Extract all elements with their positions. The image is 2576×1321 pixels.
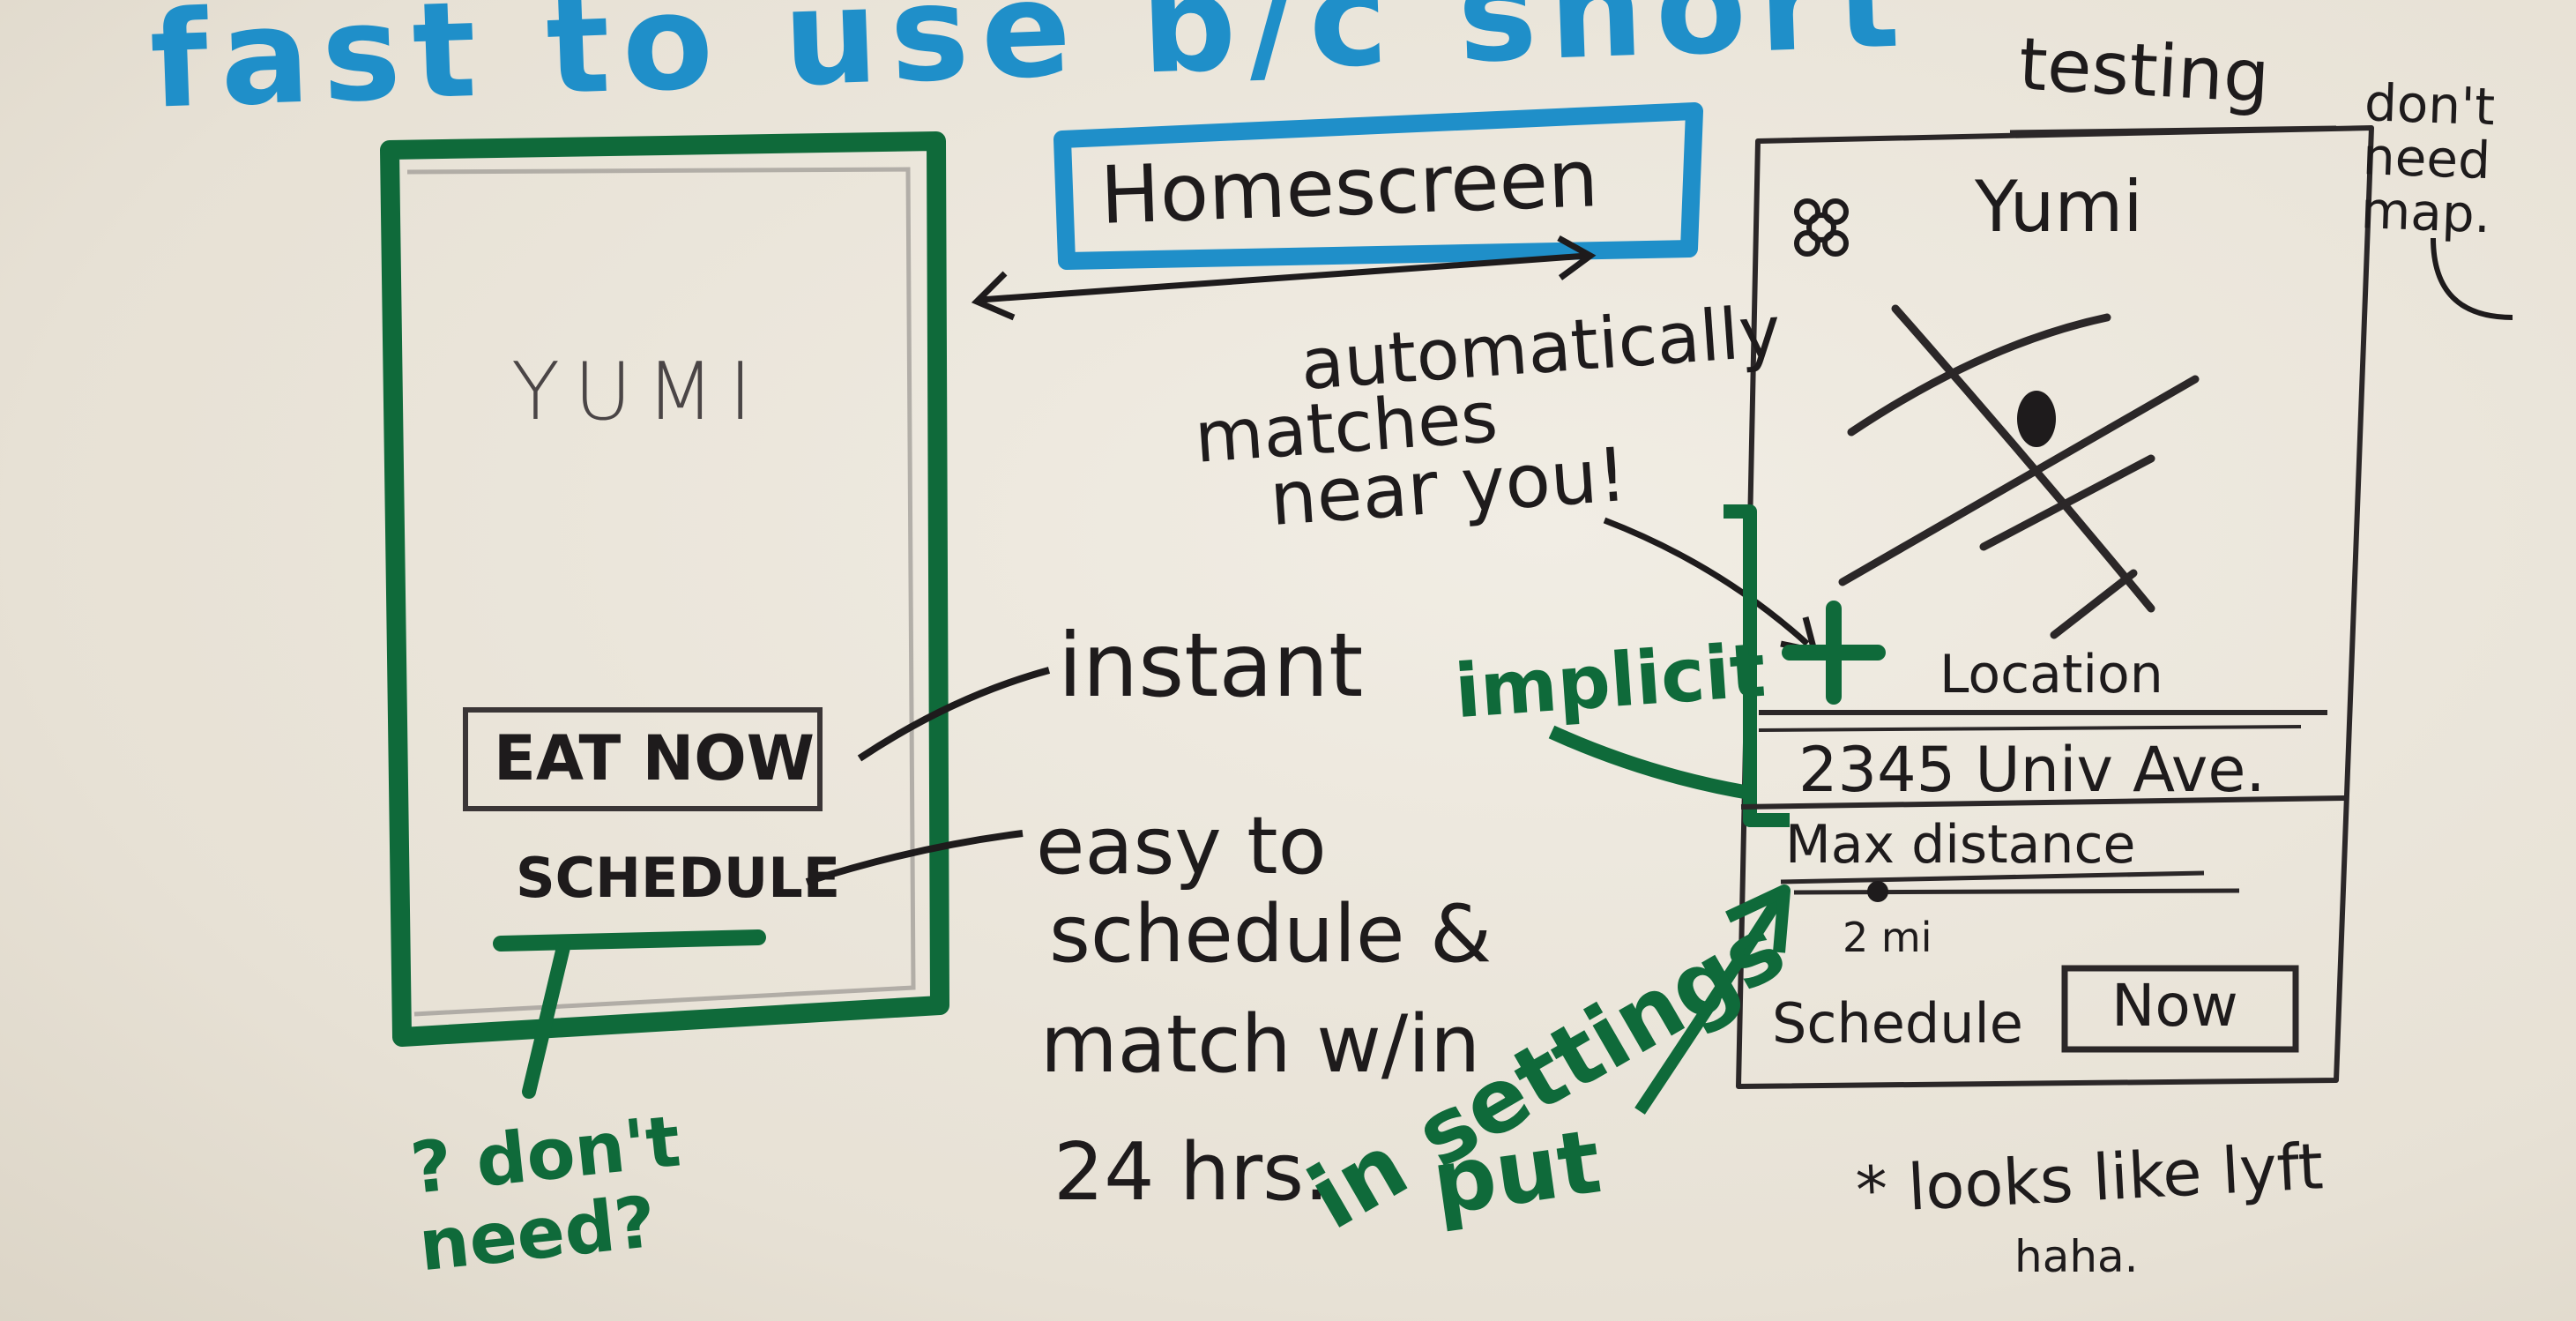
flower-icon-shape (1794, 198, 1849, 257)
distance-slider[interactable] (1790, 877, 2248, 907)
eat-now-button[interactable]: EAT NOW (494, 722, 815, 795)
map-sketch (1838, 304, 2200, 639)
left-app-name: YUMI (511, 346, 767, 438)
homescreen-label: Homescreen (1098, 132, 1600, 243)
schedule-button[interactable]: SCHEDULE (516, 846, 841, 910)
left-phone-inner-gray (406, 167, 916, 1017)
max-distance-label: Max distance (1785, 814, 2136, 876)
distance-value: 2 mi (1843, 914, 1932, 961)
now-button[interactable]: Now (2111, 972, 2238, 1040)
bottom-note-line2: haha. (2014, 1231, 2139, 1282)
now-box (2061, 965, 2299, 1053)
easy-note-line2: schedule & (1049, 888, 1493, 981)
side-note: don't need map. (2359, 72, 2497, 245)
easy-note-line1: easy to (1036, 800, 1327, 892)
address-value[interactable]: 2345 Univ Ave. (1798, 734, 2266, 806)
implicit-note: implicit (1452, 626, 1768, 735)
flower-icon (1798, 199, 1844, 256)
instant-note: instant (1058, 614, 1364, 717)
left-phone-frame (380, 131, 949, 1047)
right-app-name: Yumi (1975, 166, 2143, 248)
easy-note-line3: match w/in (1040, 998, 1481, 1091)
top-right-note: testing (2016, 22, 2272, 120)
homescreen-box (1053, 102, 1703, 270)
right-schedule-button[interactable]: Schedule (1772, 991, 2023, 1056)
easy-note-line4: 24 hrs. (1053, 1126, 1329, 1219)
location-label: Location (1939, 644, 2163, 705)
eat-now-box (463, 707, 823, 811)
